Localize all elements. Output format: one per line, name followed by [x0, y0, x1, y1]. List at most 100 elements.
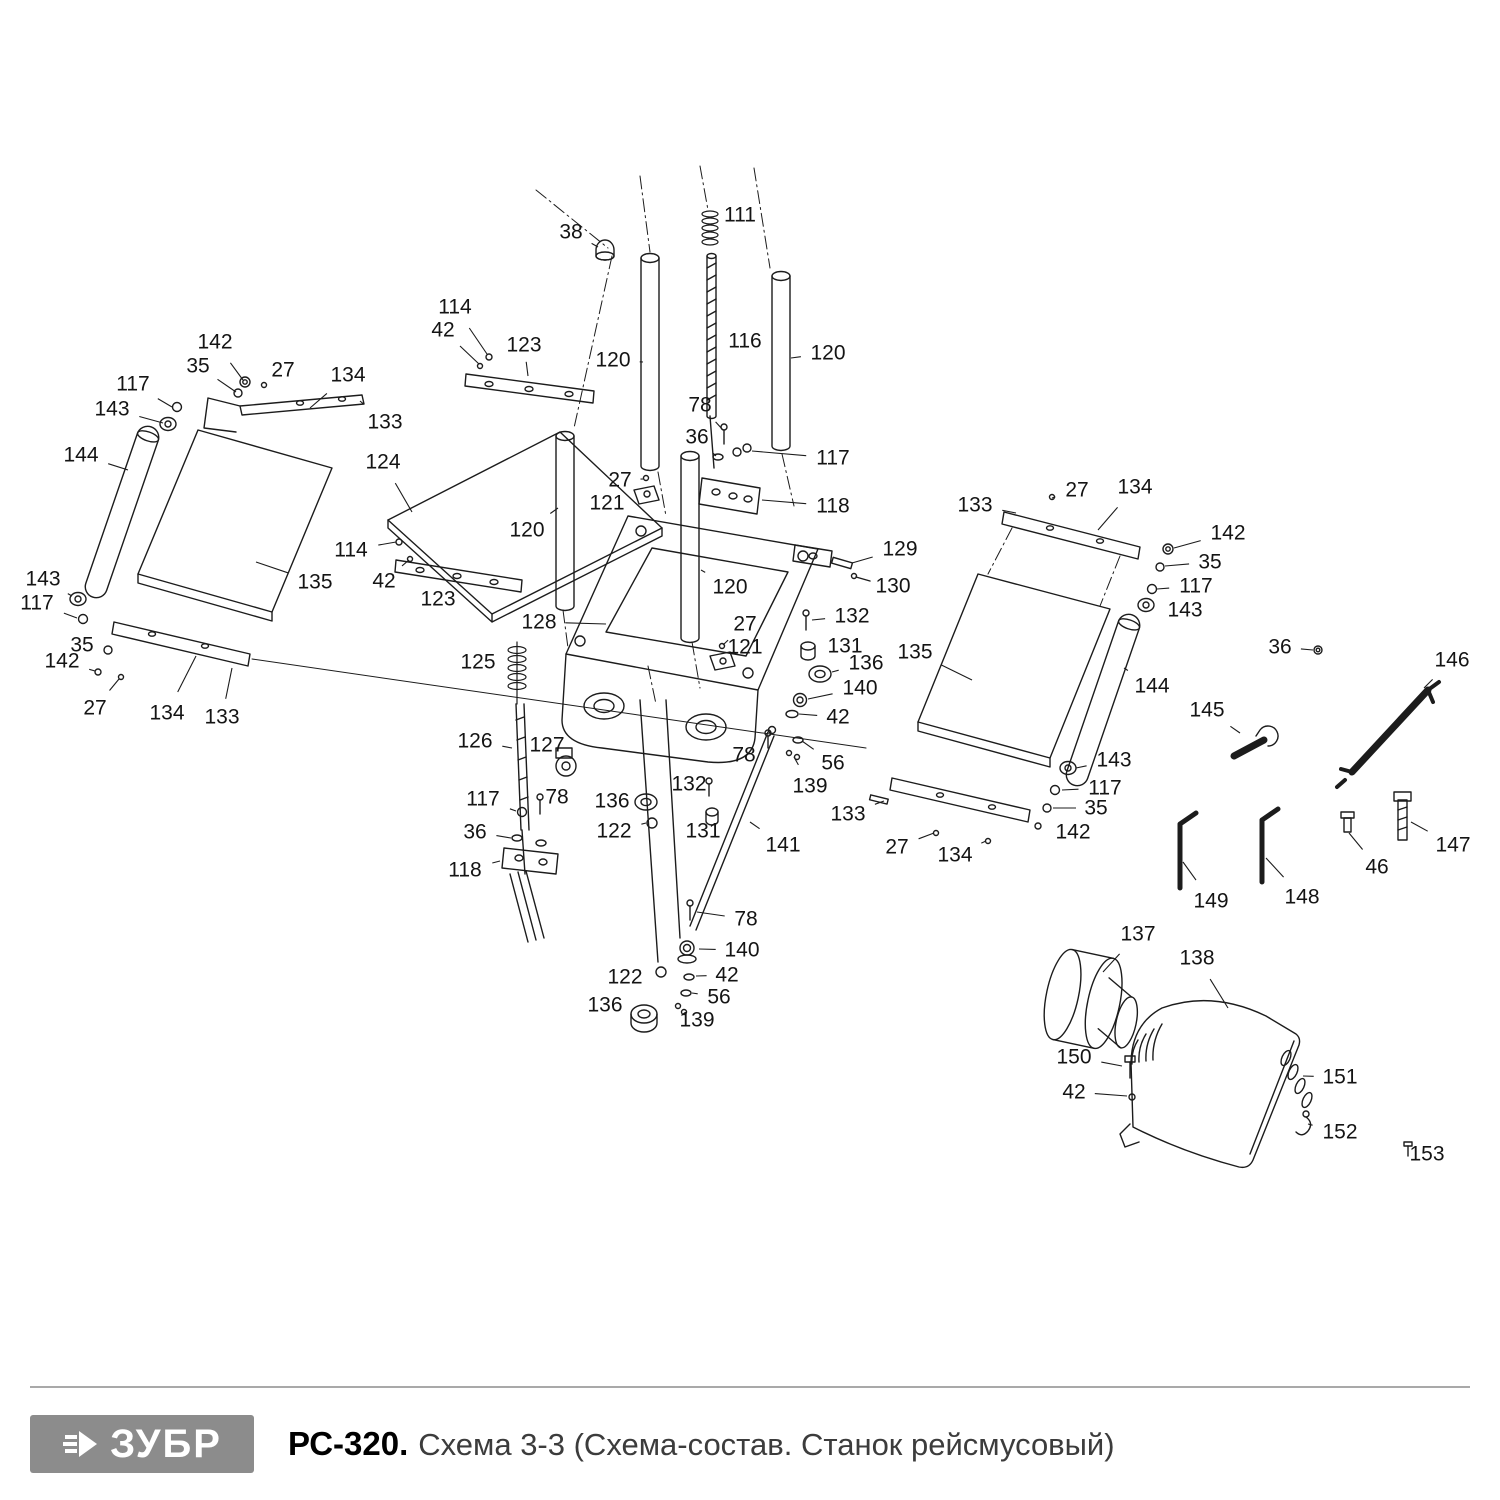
part-label-27: 27 [608, 469, 631, 492]
schema-subtitle: Схема 3-3 (Схема-состав. Станок рейсмусо… [418, 1427, 1115, 1462]
rod-clamp-top [633, 474, 660, 505]
part-label-42: 42 [431, 319, 454, 342]
leader-line [749, 821, 760, 830]
leader-line [1410, 821, 1428, 832]
part-label-42: 42 [372, 570, 395, 593]
part-label-42: 42 [826, 706, 849, 729]
part-label-36: 36 [1268, 636, 1291, 659]
part-label-125: 125 [460, 651, 495, 674]
pin-and-screw [830, 556, 871, 582]
part-label-140: 140 [842, 677, 877, 700]
spring-small [701, 210, 719, 246]
part-label-149: 149 [1193, 890, 1228, 913]
part-label-136: 136 [848, 652, 883, 675]
leader-line [108, 463, 129, 471]
leader-line [940, 664, 973, 681]
leader-line [309, 392, 328, 409]
leader-line [793, 756, 799, 766]
part-label-135: 135 [297, 571, 332, 594]
leader-line [255, 561, 289, 574]
leader-line [565, 622, 607, 625]
leader-line [1051, 496, 1056, 499]
leader-line [1156, 587, 1170, 590]
part-label-142: 142 [44, 650, 79, 673]
exploded-parts-diagram: 3811111442123120116120142352711713414313… [20, 165, 1471, 1169]
threaded-rod [706, 252, 717, 469]
leader-line [359, 400, 364, 405]
part-label-120: 120 [595, 349, 630, 372]
part-label-36: 36 [685, 426, 708, 449]
hex-key-1 [1177, 810, 1199, 891]
leader-line [874, 800, 885, 805]
part-label-46: 46 [1365, 856, 1388, 879]
leader-line [109, 678, 120, 691]
schema-model: РС-320. [288, 1425, 409, 1462]
part-label-27: 27 [733, 613, 756, 636]
part-label-27: 27 [1065, 479, 1088, 502]
leader-line [459, 345, 480, 365]
rod-clamp-bottom [709, 642, 736, 671]
clamp-bar-top [464, 353, 595, 404]
leader-line [1209, 978, 1229, 1009]
part-label-134: 134 [149, 702, 184, 725]
part-label-143: 143 [94, 398, 129, 421]
screw-46 [1340, 811, 1355, 833]
part-label-78: 78 [732, 744, 755, 767]
hex-key-2 [1259, 806, 1281, 885]
leader-line [63, 612, 78, 619]
center-hardware [634, 777, 719, 829]
leader-line [1097, 506, 1119, 531]
part-label-121: 121 [589, 492, 624, 515]
bottom-assembly [630, 899, 697, 1033]
part-label-148: 148 [1284, 886, 1319, 909]
part-label-116: 116 [728, 330, 761, 353]
part-label-120: 120 [712, 576, 747, 599]
part-label-27: 27 [885, 836, 908, 859]
part-label-140: 140 [724, 939, 759, 962]
leader-line [696, 911, 725, 917]
part-label-117: 117 [816, 447, 849, 470]
leader-line [761, 499, 807, 505]
part-label-153: 153 [1409, 1143, 1444, 1166]
leader-line [1102, 953, 1121, 973]
leader-line [1230, 725, 1241, 734]
chain [1280, 1049, 1313, 1109]
leader-line [67, 593, 73, 597]
part-label-133: 133 [204, 706, 239, 729]
leader-line [89, 668, 96, 672]
leader-line [509, 808, 517, 812]
part-label-56: 56 [707, 986, 730, 1009]
leader-line [918, 832, 935, 840]
leader-line [1300, 648, 1314, 651]
part-label-128: 128 [521, 611, 556, 634]
zubr-logo: ЗУБР [30, 1415, 254, 1473]
part-label-133: 133 [367, 411, 402, 434]
leader-line [851, 556, 873, 564]
part-label-117: 117 [1088, 777, 1121, 800]
part-label-78: 78 [688, 394, 711, 417]
leader-line [502, 745, 513, 749]
part-label-118: 118 [816, 495, 849, 518]
screw-36 [1313, 645, 1323, 655]
leader-line [1061, 788, 1079, 791]
part-label-143: 143 [25, 568, 60, 591]
zubr-arrow-icon [63, 1431, 98, 1457]
leader-line [1307, 1123, 1313, 1126]
part-label-136: 136 [594, 790, 629, 813]
pulley-housing [1043, 948, 1139, 1050]
cap-nut [595, 239, 615, 261]
part-label-133: 133 [830, 803, 865, 826]
part-label-141: 141 [765, 834, 800, 857]
part-label-35: 35 [186, 355, 209, 378]
part-label-144: 144 [63, 444, 98, 467]
leader-line [1123, 667, 1129, 671]
part-label-135: 135 [897, 641, 932, 664]
part-label-137: 137 [1120, 923, 1155, 946]
part-label-123: 123 [420, 588, 455, 611]
part-label-145: 145 [1189, 699, 1224, 722]
leader-line [807, 693, 833, 700]
part-label-134: 134 [937, 844, 972, 867]
leader-line [715, 421, 724, 431]
